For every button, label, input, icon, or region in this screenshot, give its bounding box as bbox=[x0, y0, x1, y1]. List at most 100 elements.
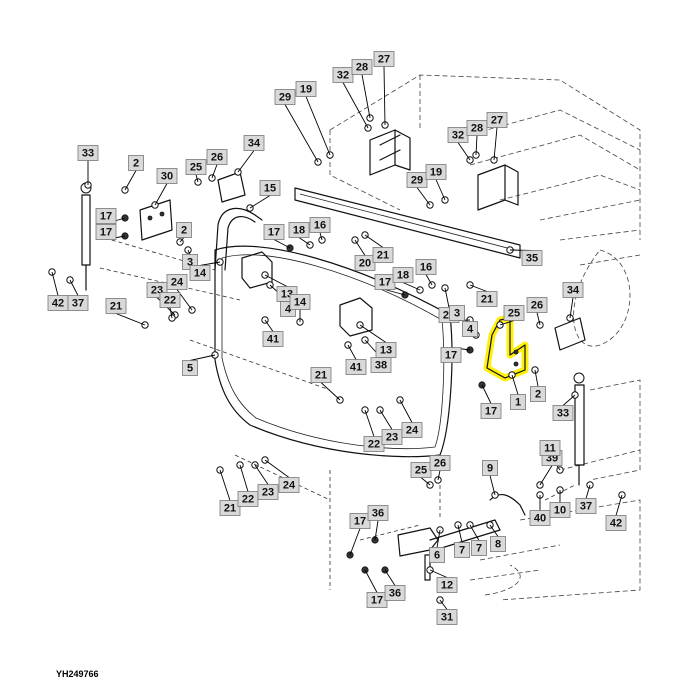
callout-text-25a: 25 bbox=[190, 162, 202, 174]
leader-line-16b bbox=[425, 274, 433, 286]
callout-label-6: 6 bbox=[429, 547, 445, 563]
callout-text-37a: 37 bbox=[72, 298, 84, 310]
leader-line-33b bbox=[562, 394, 576, 406]
callout-text-15: 15 bbox=[264, 183, 276, 195]
callout-text-17c: 17 bbox=[268, 227, 280, 239]
leader-line-14a bbox=[199, 261, 221, 266]
callout-text-22b: 22 bbox=[368, 439, 380, 451]
leader-line-17h bbox=[364, 569, 378, 593]
leader-line-25b bbox=[499, 320, 515, 326]
leader-line-7b bbox=[469, 524, 480, 541]
callout-label-24c: 24 bbox=[278, 477, 300, 493]
callout-text-34b: 34 bbox=[567, 285, 580, 297]
leader-line-21d bbox=[320, 382, 341, 401]
callout-label-14b: 14 bbox=[289, 294, 311, 310]
callout-label-38: 38 bbox=[370, 357, 392, 373]
callout-label-25b: 25 bbox=[503, 305, 525, 321]
callout-text-14b: 14 bbox=[294, 297, 307, 309]
callout-text-13b: 13 bbox=[380, 345, 392, 357]
leader-line-24c bbox=[264, 459, 290, 478]
leader-line-32b bbox=[457, 142, 471, 161]
callout-label-19b: 19 bbox=[425, 164, 447, 180]
callout-label-17c: 17 bbox=[263, 224, 285, 240]
callout-text-26c: 26 bbox=[434, 458, 446, 470]
gas-strut-left bbox=[80, 182, 92, 291]
callout-label-21d: 21 bbox=[310, 367, 332, 383]
callout-text-28b: 28 bbox=[471, 123, 483, 135]
callout-text-14a: 14 bbox=[194, 268, 207, 280]
callout-text-6: 6 bbox=[434, 550, 440, 562]
leader-line-6 bbox=[436, 529, 441, 548]
callout-label-21a: 21 bbox=[372, 247, 394, 263]
callout-label-22b: 22 bbox=[363, 436, 385, 452]
leader-line-7a bbox=[457, 524, 463, 543]
callout-label-3b: 3 bbox=[449, 305, 465, 321]
leader-line-18a bbox=[298, 237, 311, 246]
callout-text-7a: 7 bbox=[459, 545, 465, 557]
callout-label-29b: 29 bbox=[406, 172, 428, 188]
callout-text-33b: 33 bbox=[557, 408, 569, 420]
callout-text-12: 12 bbox=[441, 580, 453, 592]
callout-text-2c: 2 bbox=[535, 389, 541, 401]
leader-line-28a bbox=[361, 74, 371, 119]
callout-label-41b: 41 bbox=[345, 359, 367, 375]
leader-line-2a bbox=[124, 170, 137, 191]
hinge-bracket-upper-left bbox=[369, 129, 411, 176]
callout-label-27a: 27 bbox=[373, 51, 395, 67]
leader-line-21c bbox=[115, 313, 146, 326]
leader-line-22c bbox=[239, 464, 249, 492]
callout-label-34b: 34 bbox=[562, 282, 584, 298]
callout-label-24a: 24 bbox=[166, 274, 188, 290]
callout-text-21c: 21 bbox=[110, 301, 122, 313]
leader-line-17f bbox=[481, 384, 492, 404]
callout-text-41b: 41 bbox=[350, 362, 362, 374]
callout-text-24b: 24 bbox=[406, 425, 419, 437]
leader-line-42b bbox=[615, 494, 623, 516]
leader-line-41a bbox=[264, 319, 274, 332]
callout-label-30: 30 bbox=[156, 168, 178, 184]
leader-line-23b bbox=[379, 409, 393, 430]
callout-text-1: 1 bbox=[515, 397, 521, 409]
callout-text-29a: 29 bbox=[279, 92, 291, 104]
callout-label-37a: 37 bbox=[67, 295, 89, 311]
callout-label-22a: 22 bbox=[159, 292, 181, 308]
callout-text-17g: 17 bbox=[354, 516, 366, 528]
leader-line-8 bbox=[489, 524, 499, 537]
leader-line-15 bbox=[249, 195, 271, 209]
callout-text-2b: 2 bbox=[181, 225, 187, 237]
leader-line-24b bbox=[399, 399, 413, 423]
fastener-32a bbox=[364, 124, 372, 132]
seal-strip-15 bbox=[214, 207, 263, 271]
leader-line-5 bbox=[189, 354, 216, 361]
callout-label-23b: 23 bbox=[381, 429, 403, 445]
leader-line-12 bbox=[429, 569, 448, 578]
leader-line-17g bbox=[349, 528, 361, 556]
callout-text-20a: 20 bbox=[359, 258, 371, 270]
leader-line-28b bbox=[475, 135, 478, 156]
callout-text-16b: 16 bbox=[420, 262, 432, 274]
callout-label-22c: 22 bbox=[237, 491, 259, 507]
callout-label-27b: 27 bbox=[486, 112, 508, 128]
callout-text-16a: 16 bbox=[314, 220, 326, 232]
leader-line-27b bbox=[493, 127, 498, 161]
bracket-30 bbox=[139, 199, 173, 241]
callout-text-23b: 23 bbox=[386, 432, 398, 444]
callout-label-16b: 16 bbox=[415, 259, 437, 275]
callout-label-26c: 26 bbox=[429, 455, 451, 471]
callout-text-24a: 24 bbox=[171, 277, 184, 289]
leader-line-3a bbox=[187, 249, 191, 255]
callout-text-21b: 21 bbox=[481, 294, 493, 306]
callout-label-4a: 4 bbox=[462, 321, 478, 337]
callout-text-22a: 22 bbox=[164, 295, 176, 307]
callout-text-42a: 42 bbox=[52, 298, 64, 310]
callout-label-34a: 34 bbox=[243, 135, 265, 151]
leader-line-19a bbox=[305, 96, 331, 156]
leader-line-26a bbox=[211, 164, 218, 179]
callout-text-24c: 24 bbox=[283, 480, 296, 492]
callout-text-17b: 17 bbox=[100, 227, 112, 239]
callout-text-17d: 17 bbox=[379, 277, 391, 289]
callout-label-17g: 17 bbox=[349, 513, 371, 529]
leader-line-37b bbox=[585, 484, 591, 499]
callout-text-17e: 17 bbox=[445, 350, 457, 362]
callout-label-9: 9 bbox=[482, 460, 498, 476]
